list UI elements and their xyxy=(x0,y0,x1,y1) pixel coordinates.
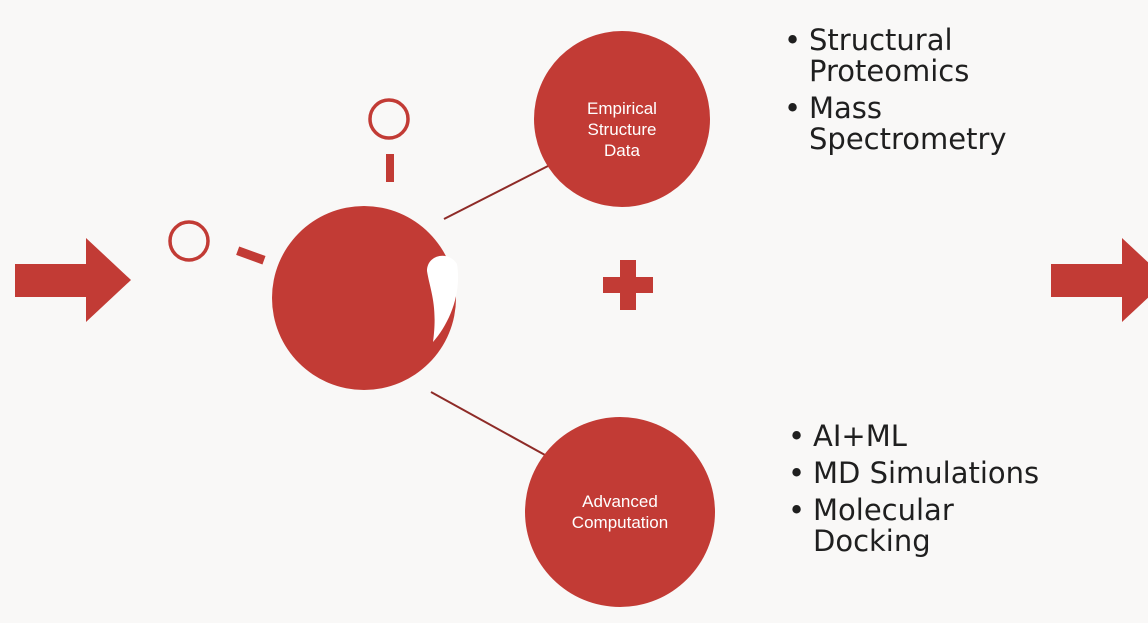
molecule-body xyxy=(272,206,456,390)
list-item: Molecular Docking xyxy=(788,495,1003,557)
left-arrow-icon xyxy=(15,238,131,322)
list-item: Structural Proteomics xyxy=(784,25,999,87)
advanced-label-line1: Advanced xyxy=(582,492,658,511)
molecule-icon xyxy=(168,98,459,390)
empirical-structure-data-node: Empirical Structure Data xyxy=(534,31,710,207)
molecule-highlight xyxy=(427,255,459,342)
bond-left xyxy=(236,246,266,265)
connector-top xyxy=(443,165,549,220)
bond-top xyxy=(386,154,394,182)
empirical-label-line3: Data xyxy=(604,140,640,160)
connector-bottom xyxy=(430,391,546,456)
right-arrow-icon xyxy=(1051,238,1148,322)
advanced-computation-node: Advanced Computation xyxy=(525,417,715,607)
empirical-label-line2: Structure xyxy=(587,119,657,139)
atom-top xyxy=(368,98,410,140)
list-item: Mass Spectrometry xyxy=(784,93,1007,155)
list-item: MD Simulations xyxy=(788,458,1118,490)
empirical-label-line1: Empirical xyxy=(587,98,657,118)
empirical-methods-list: Structural Proteomics Mass Spectrometry xyxy=(784,25,1084,161)
computation-methods-list: AI+ML MD Simulations Molecular Docking xyxy=(788,421,1118,563)
plus-icon xyxy=(603,260,653,310)
list-item: AI+ML xyxy=(788,421,1118,453)
atom-left xyxy=(168,220,210,262)
advanced-label-line2: Computation xyxy=(571,513,669,532)
